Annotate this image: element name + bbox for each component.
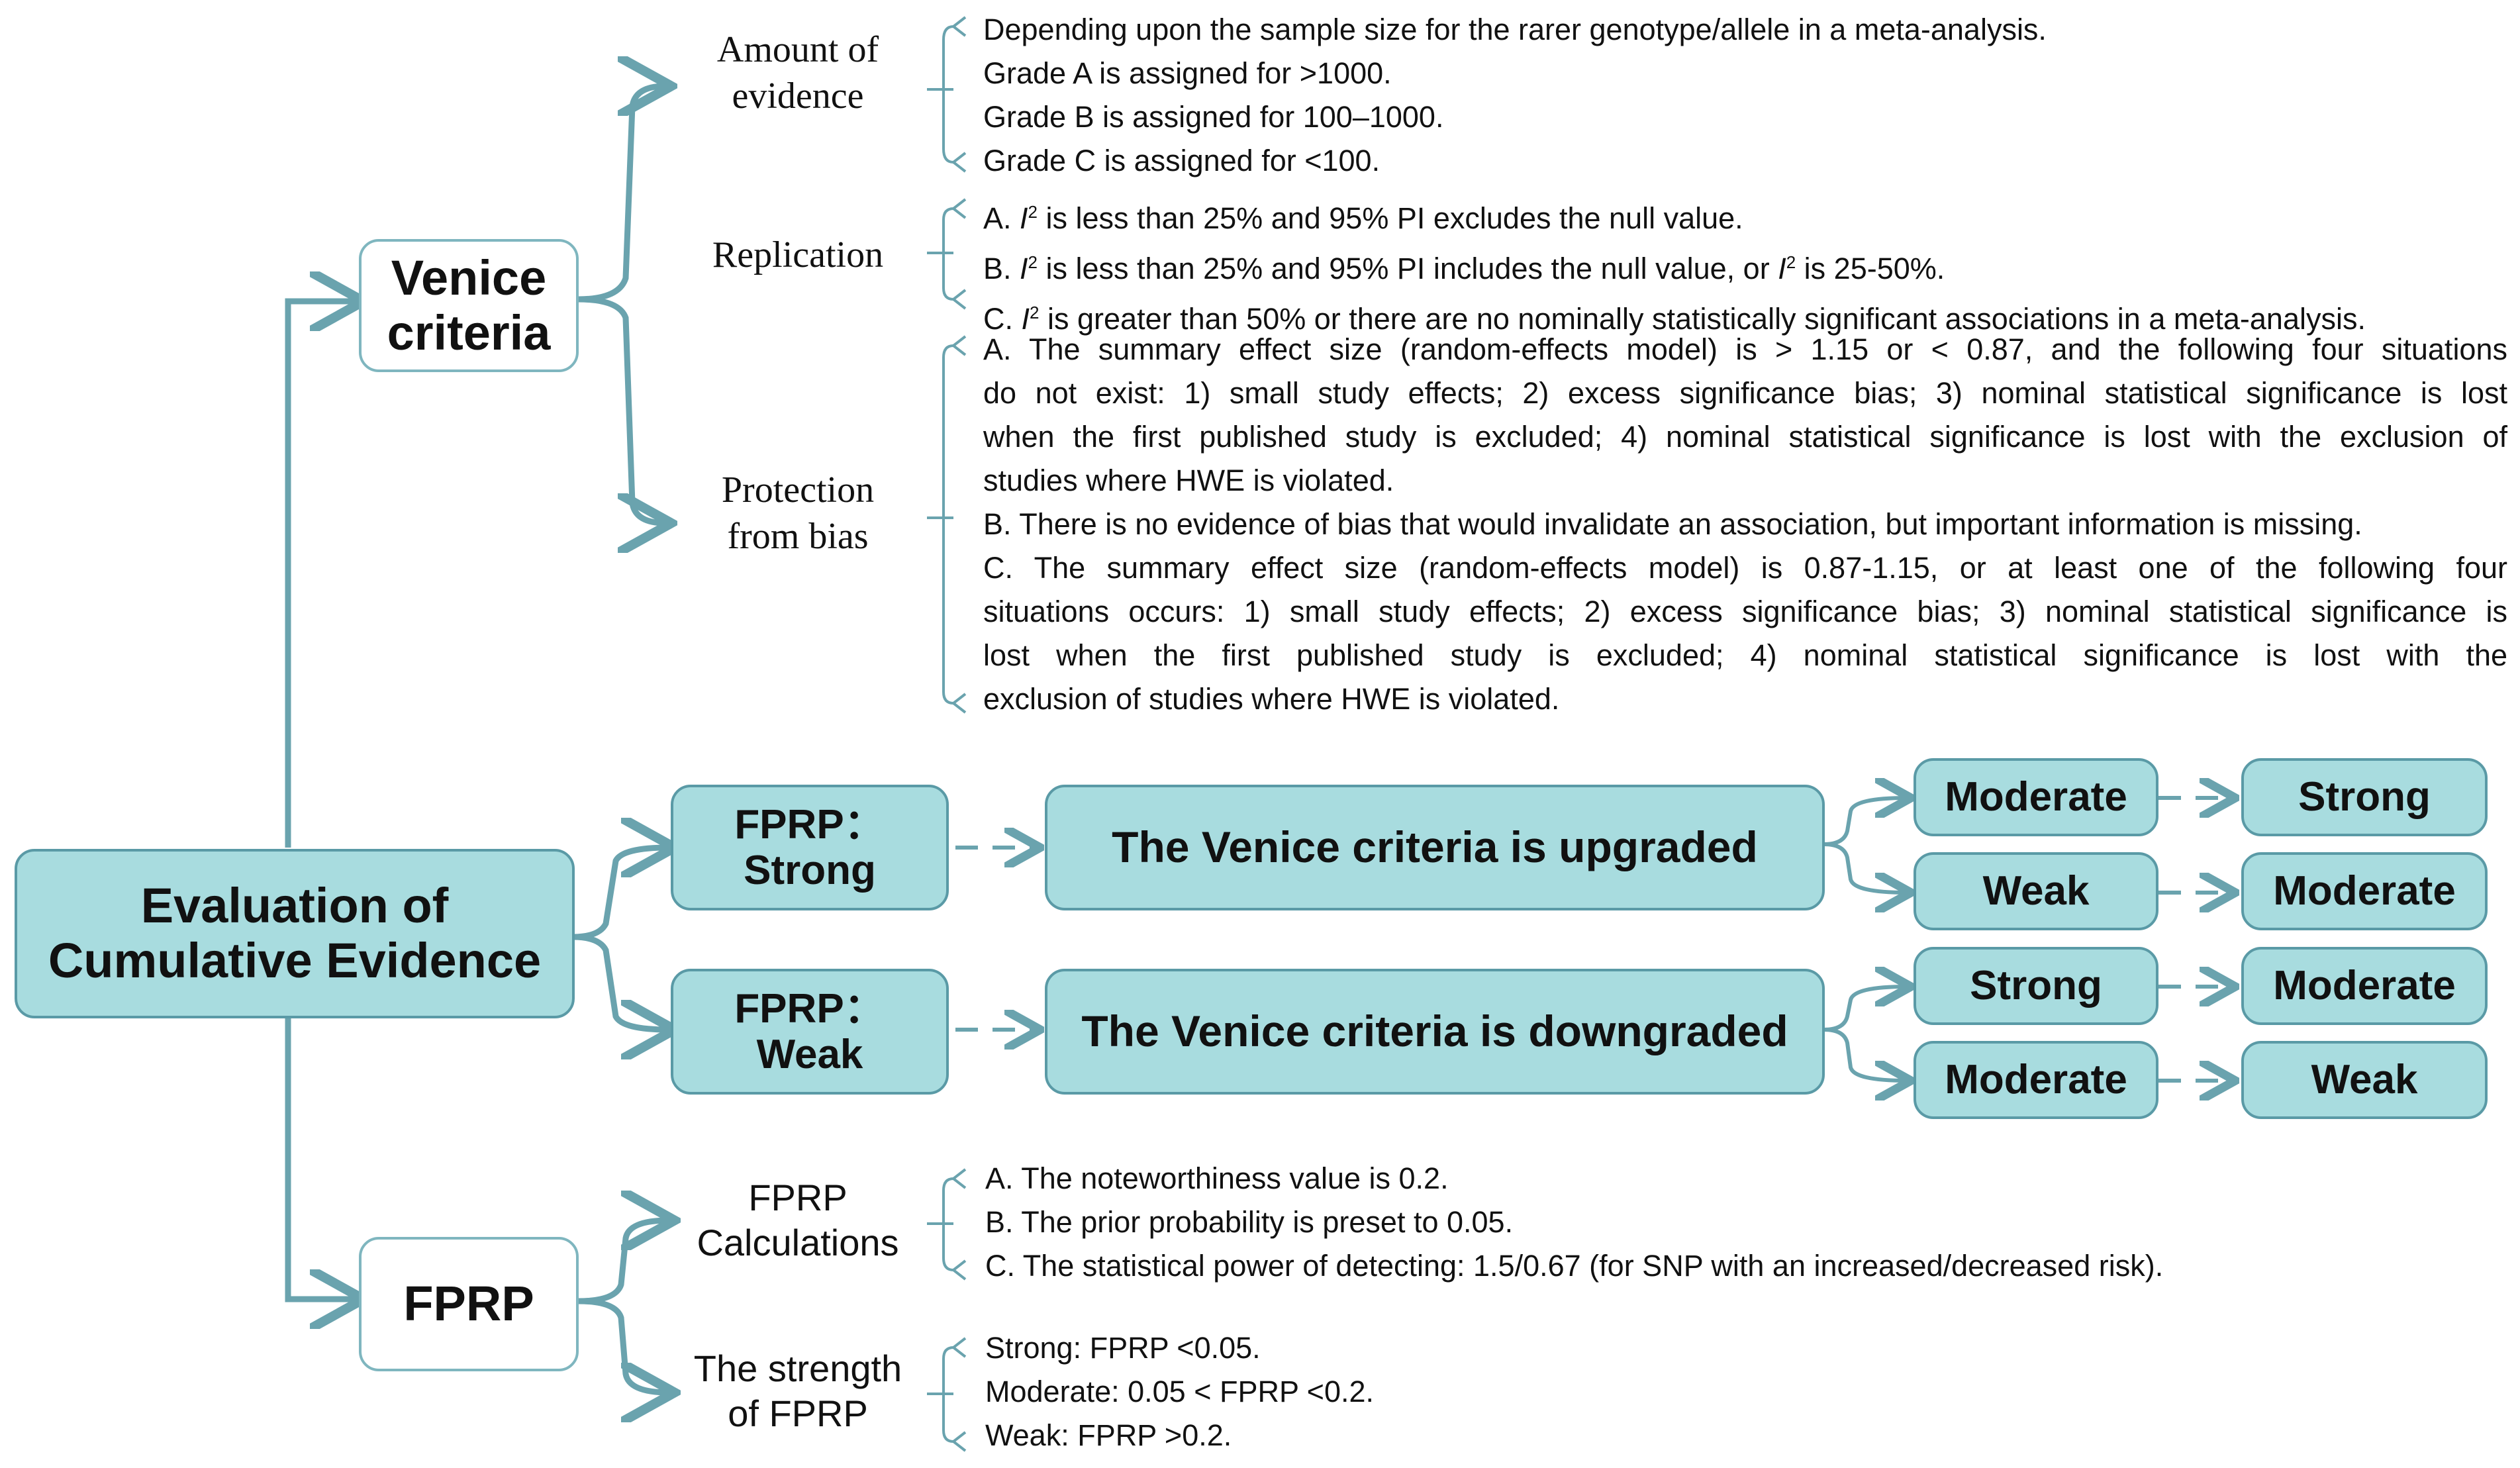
protection-from-bias-label: Protection from bias [721,469,875,557]
grade-from-weak: Weak [1914,852,2158,930]
grade-to-moderate-2: Moderate [2241,947,2488,1025]
grade-to-moderate: Moderate [2241,852,2488,930]
note-line: Moderate: 0.05 < FPRP <0.2. [985,1375,1375,1408]
note-line: B. The prior probability is preset to 0.… [985,1205,1514,1239]
note-line: Grade B is assigned for 100–1000. [983,100,1444,134]
venice-downgraded-node: The Venice criteria is downgraded [1045,969,1825,1095]
grade-to-weak: Weak [2241,1041,2488,1119]
replication-label: Replication [712,234,884,275]
note-line: when the first published study is exclud… [983,420,2507,454]
grade-from-moderate: Moderate [1914,758,2158,836]
root-node: Evaluation of Cumulative Evidence [15,849,575,1018]
note-line: Weak: FPRP >0.2. [985,1418,1232,1452]
fprp-weak-node: FPRP： Weak [671,969,949,1095]
note-line: lost when the first published study is e… [983,638,2507,672]
grade-from-moderate-2: Moderate [1914,1041,2158,1119]
note-line: exclusion of studies where HWE is violat… [983,682,1560,716]
amount-of-evidence-notes: Depending upon the sample size for the r… [983,8,2047,183]
note-line: Strong: FPRP <0.05. [985,1331,1261,1365]
venice-criteria-node: Venice criteria [359,239,579,372]
note-line: A. I2 is less than 25% and 95% PI exclud… [983,201,1743,235]
fprp-node: FPRP [359,1237,579,1371]
note-line: C. I2 is greater than 50% or there are n… [983,302,2366,336]
replication-notes: A. I2 is less than 25% and 95% PI exclud… [983,190,2366,341]
note-line: Depending upon the sample size for the r… [983,13,2047,46]
fprp-strong-node: FPRP： Strong [671,785,949,910]
fprp-strength-label: The strength of FPRP [693,1347,902,1435]
grade-from-strong: Strong [1914,947,2158,1025]
venice-upgraded-node: The Venice criteria is upgraded [1045,785,1825,910]
fprp-calculations-label: FPRP Calculations [697,1177,899,1264]
note-line: B. There is no evidence of bias that wou… [983,507,2362,541]
note-line: situations occurs: 1) small study effect… [983,595,2507,628]
note-line: studies where HWE is violated. [983,464,1394,497]
note-line: do not exist: 1) small study effects; 2)… [983,376,2507,410]
note-line: A. The noteworthiness value is 0.2. [985,1161,1449,1195]
note-line: Grade C is assigned for <100. [983,144,1381,177]
fprp-strength-notes: Strong: FPRP <0.05. Moderate: 0.05 < FPR… [985,1326,1374,1457]
note-line: C. The statistical power of detecting: 1… [985,1249,2164,1283]
fprp-calculations-notes: A. The noteworthiness value is 0.2. B. T… [985,1157,2163,1288]
note-line: Grade A is assigned for >1000. [983,56,1392,90]
grade-to-strong: Strong [2241,758,2488,836]
note-line: C. The summary effect size (random-effec… [983,551,2507,585]
note-line: B. I2 is less than 25% and 95% PI includ… [983,252,1945,285]
amount-of-evidence-label: Amount of evidence [716,29,879,117]
note-line: A. The summary effect size (random-effec… [983,332,2507,366]
protection-from-bias-notes: A. The summary effect size (random-effec… [983,328,2507,721]
